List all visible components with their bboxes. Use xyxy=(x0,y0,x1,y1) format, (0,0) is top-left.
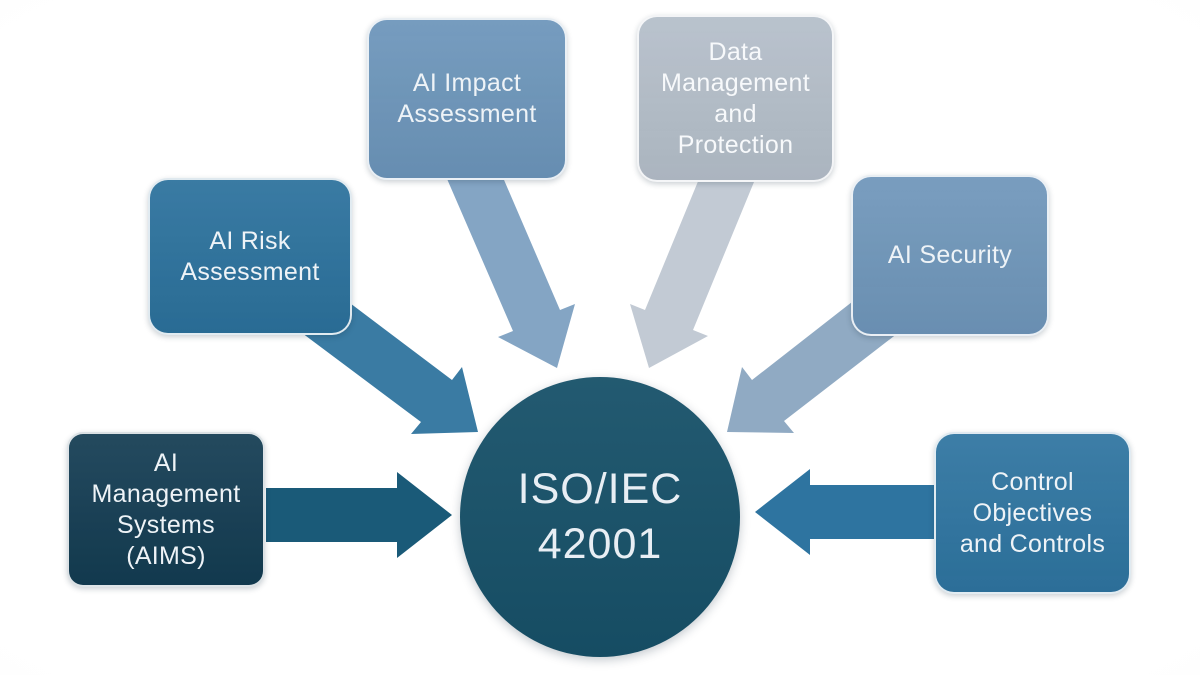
arrow-impact-to-center-icon xyxy=(441,145,575,368)
node-control-objectives-and-controls: Control Objectives and Controls xyxy=(934,432,1131,594)
arrow-data-to-center-icon xyxy=(630,145,761,368)
node-label-ai-management-systems: AI Management Systems (AIMS) xyxy=(91,448,241,570)
node-label-ai-impact-assessment: AI Impact Assessment xyxy=(397,69,537,128)
node-ai-impact-assessment: AI Impact Assessment xyxy=(367,18,567,180)
node-ai-management-systems: AI Management Systems (AIMS) xyxy=(67,432,265,587)
node-data-management-and-protection: Data Management and Protection xyxy=(637,15,834,182)
node-label-iso-iec-42001: ISO/IEC 42001 xyxy=(517,464,683,568)
node-label-ai-risk-assessment: AI Risk Assessment xyxy=(180,226,320,286)
arrow-control-to-center-icon xyxy=(755,469,936,555)
node-label-ai-security: AI Security xyxy=(887,241,1013,269)
node-iso-iec-42001: ISO/IEC 42001 xyxy=(460,377,740,657)
node-label-data-management-and-protection: Data Management and Protection xyxy=(661,37,810,159)
arrow-aims-to-center-icon xyxy=(266,472,452,558)
node-label-control-objectives-and-controls: Control Objectives and Controls xyxy=(959,467,1106,558)
node-ai-security: AI Security xyxy=(851,175,1049,336)
node-ai-risk-assessment: AI Risk Assessment xyxy=(148,178,352,335)
